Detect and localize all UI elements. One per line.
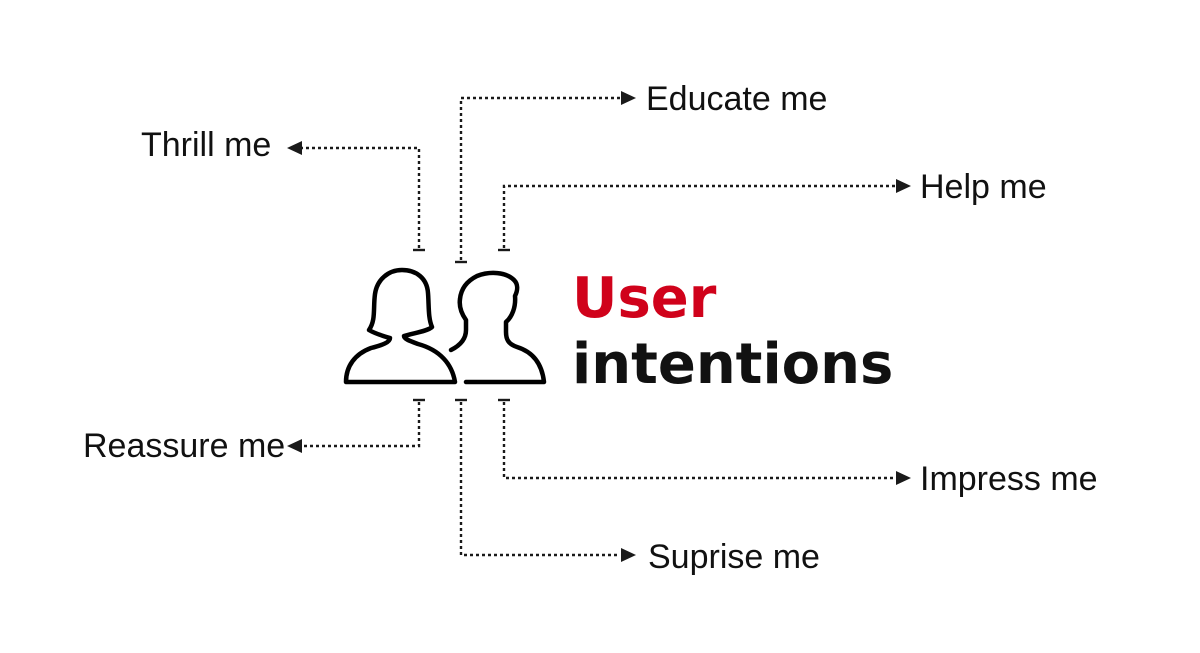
man-silhouette-icon: [448, 270, 547, 385]
intention-label-educate: Educate me: [646, 80, 828, 118]
connector-help: [498, 179, 911, 252]
arrow-right-icon: [896, 471, 911, 485]
arrow-right-icon: [621, 548, 636, 562]
woman-silhouette-icon: [343, 267, 458, 385]
connector-impress: [498, 398, 911, 485]
arrow-right-icon: [896, 179, 911, 193]
arrow-left-icon: [287, 439, 302, 453]
connector-reassure: [287, 398, 425, 453]
title-line-user: User: [572, 266, 717, 331]
intention-label-help: Help me: [920, 168, 1047, 206]
intention-label-reassure: Reassure me: [83, 427, 286, 465]
title-line-intentions: intentions: [572, 332, 894, 397]
intention-label-impress: Impress me: [920, 460, 1098, 498]
users-icon: [343, 267, 547, 385]
arrow-left-icon: [287, 141, 302, 155]
intention-label-thrill: Thrill me: [141, 126, 272, 164]
intention-label-surprise: Suprise me: [648, 538, 820, 576]
connector-educate: [455, 91, 636, 264]
connector-surprise: [455, 398, 636, 562]
arrow-right-icon: [621, 91, 636, 105]
connector-thrill: [287, 141, 425, 252]
